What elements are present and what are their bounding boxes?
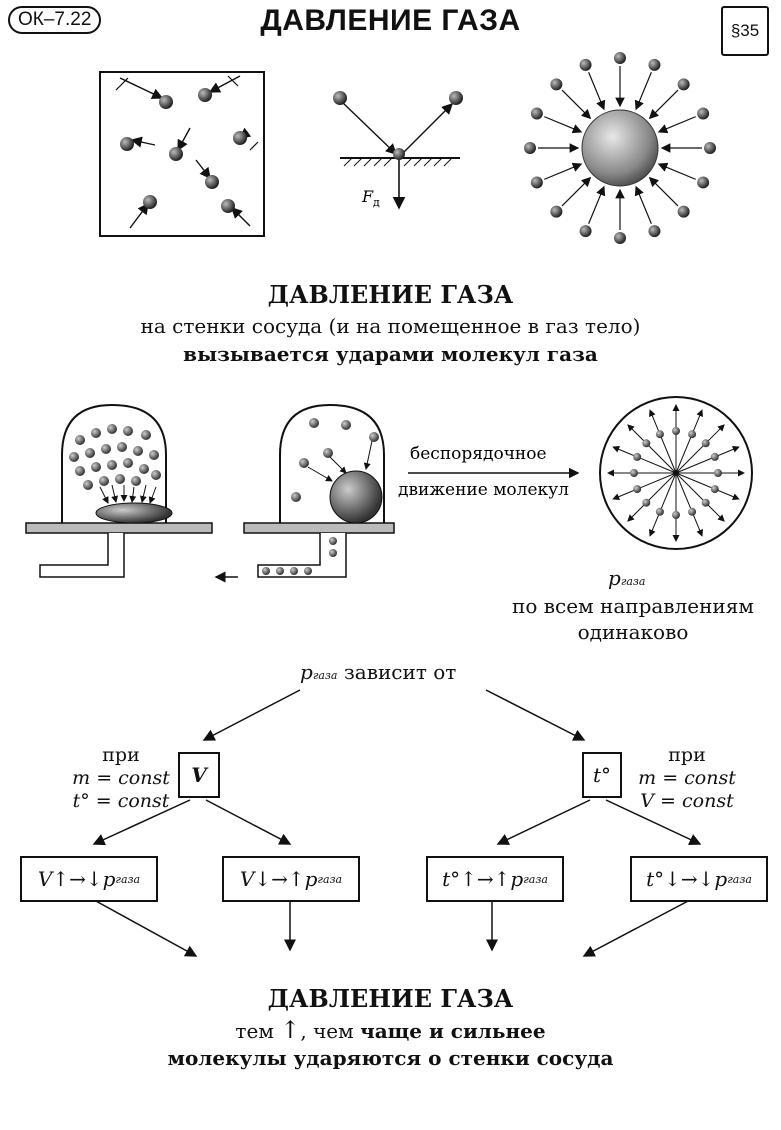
molecule xyxy=(633,485,642,494)
molecule xyxy=(710,452,719,461)
paragraph-badge: §35 xyxy=(721,6,769,56)
molecule xyxy=(530,176,543,189)
depends-on-header: pгаза зависит от xyxy=(300,660,457,684)
pressure-arrow xyxy=(627,424,677,474)
molecule xyxy=(648,225,661,238)
pressure-arrow xyxy=(612,472,677,500)
impact-arrow xyxy=(648,89,679,120)
pressure-arrow xyxy=(675,472,740,500)
molecule xyxy=(710,485,719,494)
force-subscript: д xyxy=(373,196,380,209)
molecule xyxy=(701,498,710,507)
impact-arrow xyxy=(561,176,592,207)
molecule xyxy=(550,78,563,91)
molecule xyxy=(697,176,710,189)
pressure-arrow xyxy=(649,409,677,474)
molecule xyxy=(614,52,626,64)
impact-arrow xyxy=(648,176,679,207)
pressure-note-2: одинаково xyxy=(577,620,689,644)
right-conditions: при m = const V = const xyxy=(638,744,736,812)
impact-arrow xyxy=(634,72,652,111)
molecule xyxy=(579,225,592,238)
gas-container-figure xyxy=(99,71,265,237)
pressure-arrow xyxy=(675,409,703,474)
molecule xyxy=(630,469,638,477)
pressure-all-directions-figure xyxy=(599,396,753,550)
molecule xyxy=(672,427,680,435)
molecule xyxy=(688,430,697,439)
experiment-illustrations: беспорядочное движение молекул xyxy=(25,396,753,583)
molecule xyxy=(677,78,690,91)
conclusion-line-2: молекулы ударяются о стенки сосуда xyxy=(167,1046,614,1070)
molecule xyxy=(701,439,710,448)
definition-line-1: на стенки сосуда (и на помещенное в газ … xyxy=(140,314,641,338)
impact-arrow xyxy=(634,185,652,224)
top-illustrations: F д xyxy=(99,52,716,244)
definition-line-2: вызывается ударами молекул газа xyxy=(183,342,598,366)
molecule xyxy=(697,107,710,120)
molecule xyxy=(655,507,664,516)
topic-badge: ОК–7.22 xyxy=(8,6,102,34)
molecule xyxy=(672,511,680,519)
molecule xyxy=(655,430,664,439)
impact-arrow xyxy=(657,116,696,134)
page-title: ДАВЛЕНИЕ ГАЗА xyxy=(260,4,521,37)
force-label: F xyxy=(361,187,374,206)
random-motion-label-1: беспорядочное xyxy=(410,444,547,464)
dependence-arrows xyxy=(92,689,702,957)
molecule xyxy=(648,58,661,71)
pressure-arrow xyxy=(675,424,725,474)
temperature-box: t° xyxy=(582,752,622,798)
molecule xyxy=(550,205,563,218)
impact-arrow xyxy=(588,185,606,224)
pressure-arrow xyxy=(649,472,677,537)
pressure-arrow xyxy=(675,472,703,537)
left-conditions: при m = const t° = const xyxy=(72,744,170,812)
pressure-arrow xyxy=(675,446,740,474)
molecule xyxy=(642,498,651,507)
definition-heading: ДАВЛЕНИЕ ГАЗА xyxy=(267,280,514,309)
impact-arrow xyxy=(544,116,583,134)
volume-box: V xyxy=(178,752,220,798)
pressure-arrow xyxy=(675,472,725,522)
impact-arrow xyxy=(657,162,696,180)
molecule-impact-figure: F д xyxy=(333,91,463,210)
random-motion-arrow: беспорядочное движение молекул xyxy=(398,444,580,500)
molecule xyxy=(688,507,697,516)
molecule xyxy=(677,205,690,218)
conclusion-heading: ДАВЛЕНИЕ ГАЗА xyxy=(267,984,514,1013)
molecule xyxy=(714,469,722,477)
random-motion-label-2: движение молекул xyxy=(398,480,569,500)
impact-arrow xyxy=(544,162,583,180)
bell-jar-inflated-balloon xyxy=(214,403,395,583)
pressure-arrow xyxy=(612,446,677,474)
pressure-arrow xyxy=(627,472,677,522)
pressure-symbol: pгаза xyxy=(608,566,646,590)
molecule xyxy=(530,107,543,120)
molecule xyxy=(642,439,651,448)
conclusion-line-1: тем ↑, чем чаще и сильнее xyxy=(235,1016,546,1044)
impact-arrow xyxy=(561,89,592,120)
molecule xyxy=(633,452,642,461)
sphere-bombardment-figure xyxy=(524,52,716,244)
molecule xyxy=(614,232,626,244)
impact-arrow xyxy=(588,72,606,111)
bell-jar-with-balloon xyxy=(25,403,213,578)
molecule xyxy=(524,142,536,154)
molecule xyxy=(704,142,716,154)
molecule xyxy=(579,58,592,71)
pressure-note-1: по всем направлениям xyxy=(512,594,754,618)
